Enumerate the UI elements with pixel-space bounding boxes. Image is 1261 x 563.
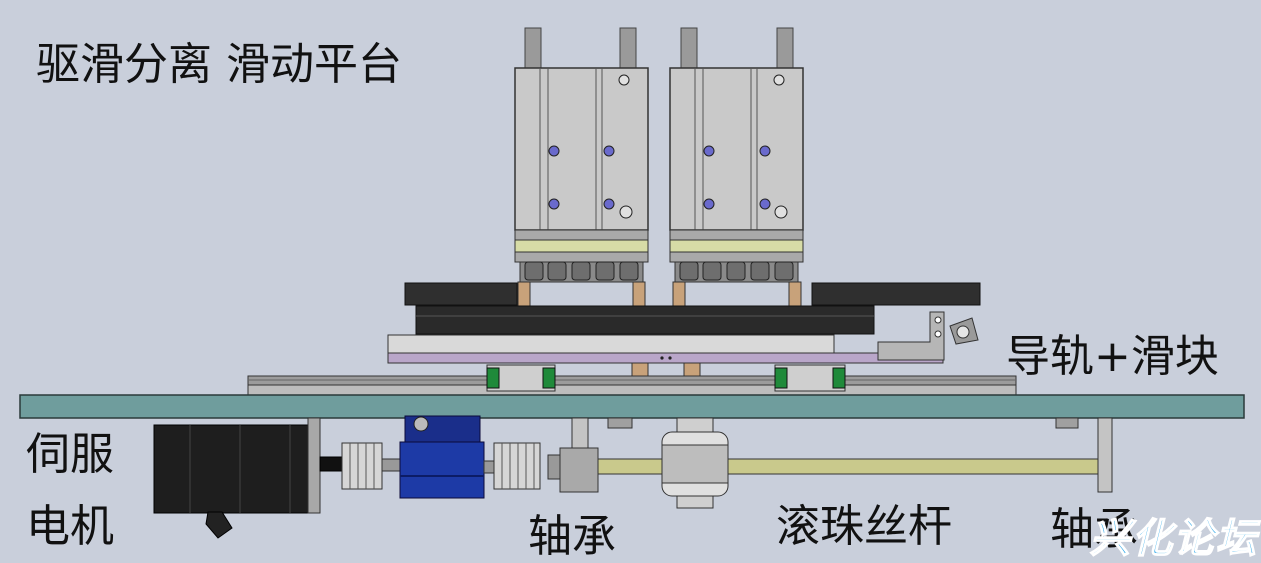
servo-motor: [153, 417, 343, 539]
coupling-left: [341, 442, 401, 490]
sensor-bracket: [877, 311, 979, 361]
coupling-right: [483, 442, 541, 490]
slider-right: [774, 364, 846, 392]
bearing-left: [547, 417, 599, 493]
screw-nut: [661, 417, 729, 509]
watermark-logo: 兴化论坛: [1089, 515, 1258, 563]
servo-label-line1: 伺服: [26, 429, 114, 480]
ball-screw-label: 滚珠丝杆: [776, 501, 952, 552]
guide-rail: [247, 375, 1017, 396]
title-label: 驱滑分离 滑动平台: [36, 39, 402, 90]
slider-left: [486, 364, 556, 392]
cylinder-right: [669, 27, 804, 309]
upper-dark-plates: [404, 282, 981, 335]
base-plate: [19, 394, 1245, 419]
ball-screw-shaft: [554, 458, 1101, 475]
cylinder-left: [514, 27, 649, 309]
bearing-left-label: 轴承: [528, 511, 616, 562]
sliding-table: [387, 334, 944, 380]
bearing-right-label: 轴承: [1050, 504, 1138, 555]
base-clips: [607, 417, 1079, 429]
gearbox: [399, 415, 485, 499]
servo-label-line2: 电机: [26, 501, 114, 552]
guide-rail-label: 导轨+滑块: [1006, 331, 1219, 382]
bearing-right: [1097, 417, 1113, 493]
